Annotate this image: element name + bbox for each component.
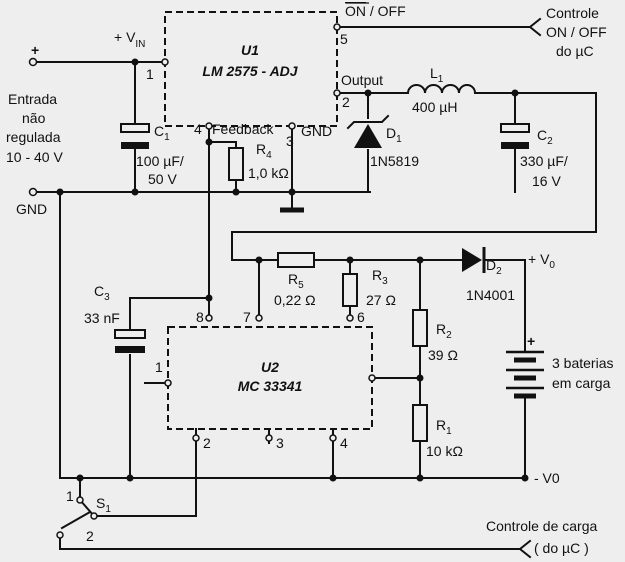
c1-ref: C1 bbox=[154, 123, 170, 143]
r4-value: 1,0 kΩ bbox=[248, 165, 289, 181]
c1-value-line2: 50 V bbox=[148, 171, 177, 187]
c3-ref: C3 bbox=[94, 283, 110, 303]
r4-ref: R4 bbox=[256, 141, 272, 161]
ic-u2-designator: U2 bbox=[261, 359, 279, 375]
u1-pin5: 5 bbox=[340, 31, 348, 47]
resistor-r5 bbox=[277, 252, 315, 268]
battery-plus: + bbox=[527, 333, 535, 349]
u2-pin1: 1 bbox=[155, 359, 163, 375]
input-label-line3: regulada bbox=[6, 129, 61, 145]
battery-label-line2: em carga bbox=[552, 375, 611, 391]
switch-s1 bbox=[60, 498, 96, 530]
open-terminals bbox=[28, 23, 376, 539]
r1-ref: R1 bbox=[436, 417, 452, 437]
ic-u1-designator: U1 bbox=[241, 42, 259, 58]
v0-plus-label: + V0 bbox=[528, 251, 555, 271]
diode-d1 bbox=[346, 114, 390, 148]
u1-pin2: 2 bbox=[342, 94, 350, 110]
capacitor-c3 bbox=[114, 329, 146, 353]
input-label-line2: não bbox=[22, 110, 46, 126]
u1-pin4: 4 bbox=[194, 121, 202, 137]
battery-label-line1: 3 baterias bbox=[552, 355, 613, 371]
d2-ref: D2 bbox=[486, 257, 502, 277]
onoff-control-line3: do µC bbox=[556, 43, 594, 59]
v0-minus-label: - V0 bbox=[534, 470, 560, 486]
u2-pin2: 2 bbox=[203, 435, 211, 451]
d1-part: 1N5819 bbox=[370, 153, 419, 169]
resistor-r1 bbox=[412, 404, 428, 442]
c2-ref: C2 bbox=[537, 127, 553, 147]
u1-pin1: 1 bbox=[146, 66, 154, 82]
output-label: Output bbox=[341, 72, 383, 88]
u2-pin7: 7 bbox=[243, 309, 251, 325]
gnd-pin-label: GND bbox=[301, 123, 332, 139]
carga-arrow-icon bbox=[518, 539, 532, 559]
s1-pin1: 1 bbox=[66, 488, 74, 504]
carga-control-line1: Controle de carga bbox=[486, 518, 598, 534]
ic-u1: U1 LM 2575 - ADJ bbox=[164, 11, 338, 127]
onoff-control-line2: ON / OFF bbox=[546, 24, 607, 40]
u2-pin4: 4 bbox=[340, 435, 348, 451]
input-plus: + bbox=[31, 42, 39, 58]
input-label-line4: 10 - 40 V bbox=[6, 149, 63, 165]
capacitor-c2 bbox=[500, 123, 530, 149]
s1-ref: S1 bbox=[96, 495, 111, 515]
u1-pin3: 3 bbox=[286, 133, 294, 149]
r5-ref: R5 bbox=[288, 271, 304, 291]
c2-value-line1: 330 µF/ bbox=[520, 153, 568, 169]
l1-ref: L1 bbox=[430, 65, 444, 85]
carga-control-line2: ( do µC ) bbox=[534, 540, 589, 556]
d1-ref: D1 bbox=[386, 125, 402, 145]
inductor-l1 bbox=[406, 84, 477, 95]
r3-value: 27 Ω bbox=[366, 292, 396, 308]
battery-stack bbox=[506, 350, 544, 399]
input-gnd-label: GND bbox=[16, 201, 47, 217]
l1-value: 400 µH bbox=[412, 99, 457, 115]
c1-value-line1: 100 µF/ bbox=[136, 153, 184, 169]
c3-value: 33 nF bbox=[84, 310, 120, 326]
input-label-line1: Entrada bbox=[8, 91, 57, 107]
wires bbox=[32, 26, 597, 550]
ic-u2-part: MC 33341 bbox=[238, 378, 303, 394]
r2-value: 39 Ω bbox=[428, 347, 458, 363]
ic-u2: U2 MC 33341 bbox=[167, 326, 373, 430]
c2-value-line2: 16 V bbox=[532, 173, 561, 189]
r2-ref: R2 bbox=[436, 321, 452, 341]
onoff-arrow-icon bbox=[528, 17, 542, 37]
ic-u1-part: LM 2575 - ADJ bbox=[202, 63, 298, 79]
r1-value: 10 kΩ bbox=[426, 443, 463, 459]
d2-part: 1N4001 bbox=[466, 287, 515, 303]
resistor-r3 bbox=[342, 273, 358, 307]
junction-dots bbox=[56, 58, 529, 482]
vin-label: + VIN bbox=[114, 29, 145, 50]
resistor-r2 bbox=[412, 309, 428, 347]
u2-pin8: 8 bbox=[196, 309, 204, 325]
u2-pin6: 6 bbox=[357, 309, 365, 325]
r5-value: 0,22 Ω bbox=[274, 292, 316, 308]
diode-d2 bbox=[459, 247, 511, 273]
u2-pin3: 3 bbox=[276, 435, 284, 451]
capacitor-c1 bbox=[120, 123, 150, 149]
resistor-r4 bbox=[228, 147, 244, 181]
onoff-pin-label: ON / OFF bbox=[345, 3, 406, 19]
feedback-label: Feedback bbox=[212, 121, 274, 137]
onoff-control-line1: Controle bbox=[546, 5, 599, 21]
r3-ref: R3 bbox=[372, 267, 388, 287]
s1-pin2: 2 bbox=[86, 528, 94, 544]
